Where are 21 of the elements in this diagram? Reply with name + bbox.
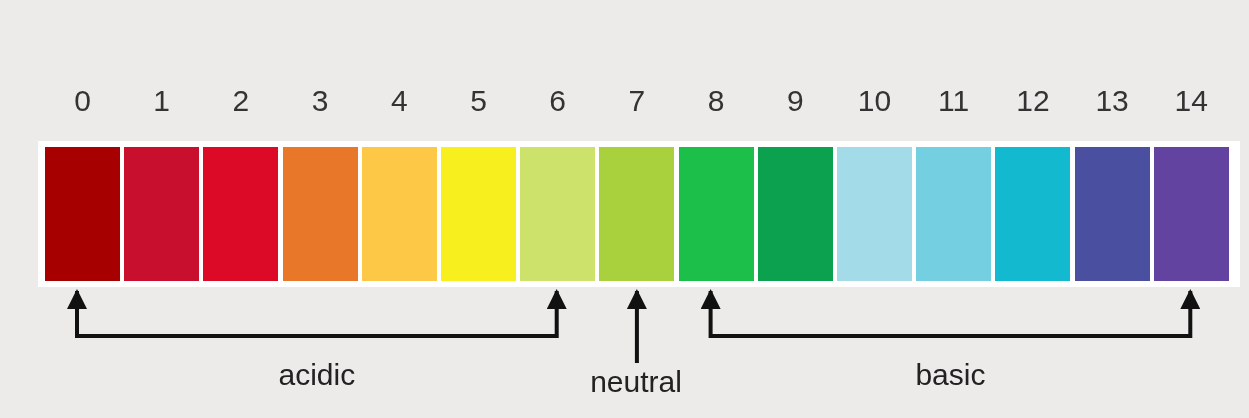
- arrow: [700, 289, 1201, 338]
- ph-value: 7: [627, 84, 647, 118]
- ph-value: 5: [469, 84, 488, 118]
- ph-value: 12: [1015, 84, 1051, 118]
- ph-value: 2: [231, 84, 251, 118]
- arrow: [67, 289, 567, 338]
- edge-label: basic: [915, 358, 986, 392]
- ph-value: 10: [856, 84, 893, 118]
- ph-value: 13: [1094, 84, 1130, 118]
- ph-value: 9: [785, 84, 805, 118]
- edge-label: acidic: [278, 358, 356, 392]
- ph-value: 8: [706, 84, 726, 118]
- arrow: [626, 289, 647, 363]
- ph-value: 1: [152, 84, 172, 118]
- ph-value: 11: [937, 84, 971, 118]
- ph-value: 14: [1173, 84, 1209, 118]
- ph-value: 6: [548, 84, 568, 118]
- ph-value: 4: [389, 84, 409, 118]
- scale-label: neutral: [590, 365, 682, 399]
- ph-value: 3: [310, 84, 330, 118]
- ph-value: 0: [73, 84, 92, 118]
